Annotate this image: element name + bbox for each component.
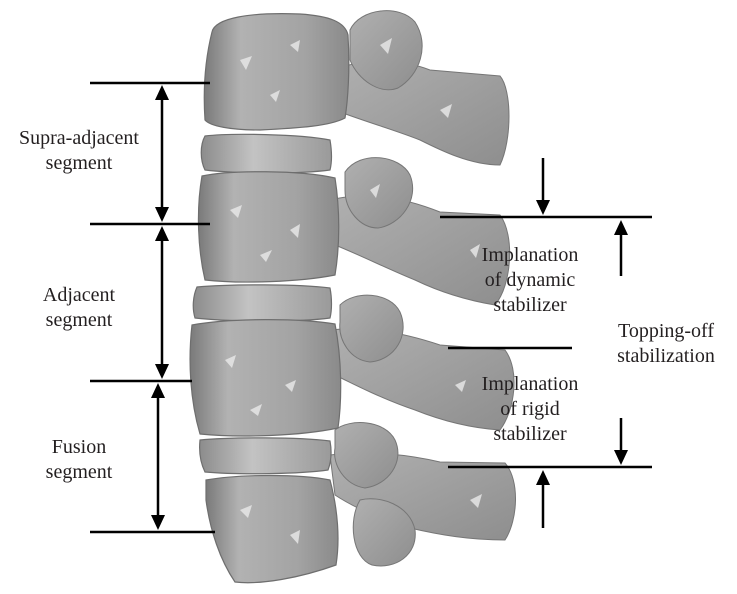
superior-facet-l3 [339,294,404,363]
arrow-up-head [155,226,169,241]
superior-facet-l2 [344,157,414,229]
vertebral-bodies [189,13,350,584]
label-supra-adjacent-segment: Supra-adjacent segment [19,127,139,174]
stabilizer-markers [440,158,652,528]
disc-l1-l2 [200,133,333,174]
arrow-up-head [151,383,165,398]
spinous-process-l1 [329,61,510,166]
vertebral-body-l4 [205,474,339,584]
arrow-down-head [155,207,169,222]
disc-l2-l3 [192,284,333,322]
posterior-elements [329,10,516,567]
label-topping-off-stabilization: Topping-off stabilization [617,320,715,367]
segment-markers [90,81,215,534]
disc-l3-l4 [199,437,332,475]
arrow-down-head [155,364,169,379]
label-adjacent-segment: Adjacent segment [42,284,116,331]
vertebral-body-l2 [197,171,340,283]
vertebral-body-l1 [203,13,350,131]
arrow-up-head [155,85,169,100]
vertebral-body-l3 [189,319,342,437]
arrow-up-head [614,220,628,235]
arrow-down-head [614,450,628,465]
arrow-down-head [151,515,165,530]
mesh-highlights [225,38,482,544]
superior-facet-l4 [334,422,399,489]
arrow-up-head [536,470,550,485]
arrow-down-head [536,200,550,215]
inferior-facet-l4 [352,498,416,567]
label-fusion-segment: Fusion segment [45,436,113,483]
label-dynamic-stabilizer: Implanation of dynamic stabilizer [481,244,579,316]
label-rigid-stabilizer: Implanation of rigid stabilizer [481,373,579,445]
